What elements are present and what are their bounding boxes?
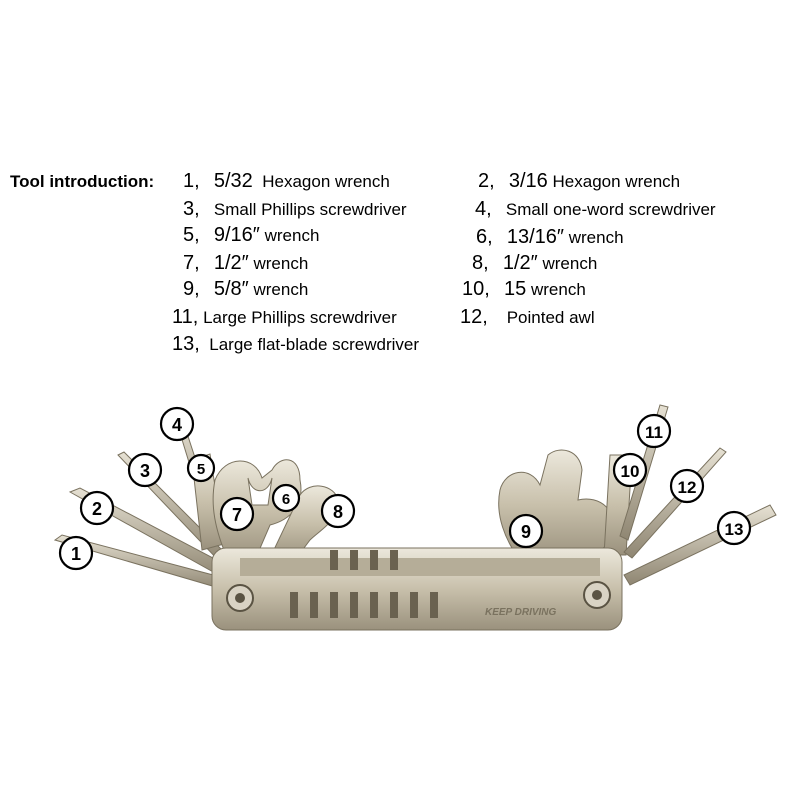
svg-text:7: 7 xyxy=(232,505,242,525)
tool-entry-3: 3, Small Phillips screwdriver xyxy=(183,198,407,221)
tool-number: 8, xyxy=(472,252,489,274)
tool-size: 5/8″ xyxy=(213,278,249,300)
tool-number: 1, xyxy=(183,170,200,192)
tool-size: 1/2″ xyxy=(213,252,249,274)
tool-size: 1/2″ xyxy=(502,252,538,274)
callout-10: 10 xyxy=(612,452,648,488)
tool-number: 13, xyxy=(172,333,200,355)
tool-number: 5, xyxy=(183,224,200,246)
tool-size: 3/16 xyxy=(508,170,548,192)
svg-text:11: 11 xyxy=(645,423,663,442)
tool-entry-12: 12, Pointed awl xyxy=(460,306,595,329)
tool-name: Small Phillips screwdriver xyxy=(213,200,407,219)
tool-entry-8: 8, 1/2″ wrench xyxy=(472,252,597,275)
tool-entry-6: 6, 13/16″ wrench xyxy=(476,226,624,249)
wrench-7-6 xyxy=(212,459,302,561)
tool-number: 10, xyxy=(462,278,490,300)
tool-name: wrench xyxy=(542,254,598,273)
tool-entry-13: 13, Large flat-blade screwdriver xyxy=(172,333,419,356)
svg-text:5: 5 xyxy=(197,461,205,478)
tool-entry-11: 11, Large Phillips screwdriver xyxy=(172,306,397,329)
tool-name: wrench xyxy=(253,280,309,299)
brand-logo: KEEP DRIVING xyxy=(485,607,557,618)
tool-entry-10: 10, 15 wrench xyxy=(462,278,586,301)
callout-13: 13 xyxy=(716,510,752,546)
svg-text:1: 1 xyxy=(71,544,81,564)
tool-name: wrench xyxy=(530,280,586,299)
tool-entry-1: 1, 5/32 Hexagon wrench xyxy=(183,170,390,193)
tool-size: 5/32 xyxy=(213,170,253,192)
tool-name: Small one-word screwdriver xyxy=(505,200,716,219)
svg-text:4: 4 xyxy=(172,415,182,435)
tool-entry-9: 9, 5/8″ wrench xyxy=(183,278,308,301)
tool-name: Pointed awl xyxy=(506,308,595,327)
svg-text:10: 10 xyxy=(621,462,640,481)
tool-number: 12, xyxy=(460,306,488,328)
tool-name: Hexagon wrench xyxy=(262,172,390,191)
tool-number: 6, xyxy=(476,226,493,248)
tool-name: Large flat-blade screwdriver xyxy=(209,335,420,354)
svg-text:6: 6 xyxy=(282,491,290,508)
callout-11: 11 xyxy=(636,413,672,449)
svg-text:9: 9 xyxy=(521,522,531,542)
tool-number: 4, xyxy=(475,198,492,220)
callout-4: 4 xyxy=(159,406,195,442)
tool-name: Hexagon wrench xyxy=(552,172,681,191)
tool-size: 13/16″ xyxy=(506,226,564,248)
tool-name: Large Phillips screwdriver xyxy=(203,308,397,327)
callout-9: 9 xyxy=(508,513,544,549)
tool-body: KEEP DRIVING xyxy=(211,547,623,631)
tool-entry-4: 4, Small one-word screwdriver xyxy=(475,198,716,221)
tool-entry-7: 7, 1/2″ wrench xyxy=(183,252,308,275)
tool-entry-5: 5, 9/16″ wrench xyxy=(183,224,319,247)
callout-7: 7 xyxy=(219,496,255,532)
tool-number: 7, xyxy=(183,252,200,274)
flat-screwdriver-large xyxy=(623,504,777,586)
svg-text:13: 13 xyxy=(725,520,744,539)
callout-8: 8 xyxy=(320,493,356,529)
tool-size: 9/16″ xyxy=(213,224,260,246)
tool-number: 9, xyxy=(183,278,200,300)
pointed-awl xyxy=(623,447,727,559)
callout-1: 1 xyxy=(58,535,94,571)
tool-number: 3, xyxy=(183,198,200,220)
tool-size: 15 xyxy=(503,278,527,300)
callout-2: 2 xyxy=(79,490,115,526)
tool-name: wrench xyxy=(568,228,624,247)
tool-number: 2, xyxy=(478,170,495,192)
svg-text:12: 12 xyxy=(678,478,697,497)
callout-12: 12 xyxy=(669,468,705,504)
callout-6: 6 xyxy=(271,483,301,513)
svg-text:2: 2 xyxy=(92,499,102,519)
callout-3: 3 xyxy=(127,452,163,488)
tool-name: wrench xyxy=(253,254,309,273)
tool-name: wrench xyxy=(264,226,320,245)
intro-label: Tool introduction: xyxy=(10,172,155,191)
svg-text:8: 8 xyxy=(333,502,343,522)
tool-entry-2: 2, 3/16 Hexagon wrench xyxy=(478,170,680,193)
multi-tool-photo: KEEP DRIVING 1 2 3 4 5 6 7 8 9 10 11 12 … xyxy=(53,404,777,631)
callout-5: 5 xyxy=(186,453,216,483)
tool-number: 11, xyxy=(172,306,199,328)
svg-text:3: 3 xyxy=(140,461,150,481)
